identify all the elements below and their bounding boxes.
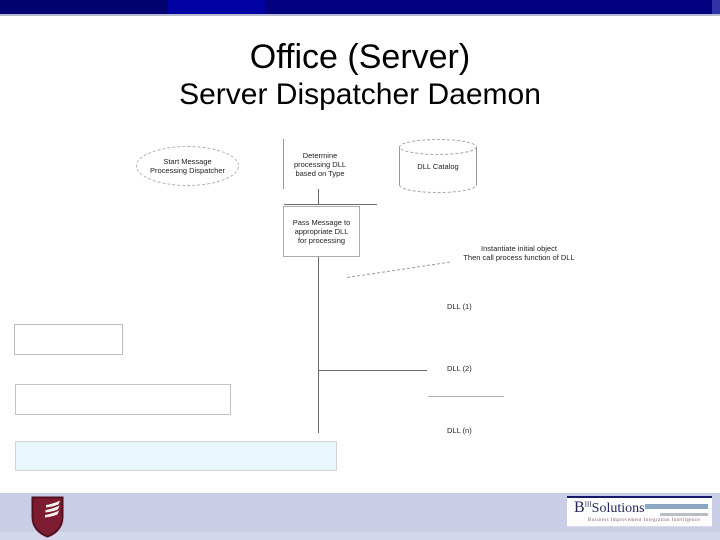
placeholder-box-small	[14, 324, 123, 355]
instantiate-note-line2: Then call process function of DLL	[463, 253, 575, 262]
connector-horizontal-top	[284, 204, 377, 205]
top-banner-accent-segment	[168, 0, 265, 14]
start-node-line2: Processing Dispatcher	[149, 166, 226, 175]
company-logo-wordmark: BIIISolutions	[574, 499, 645, 517]
dll-catalog-label: DLL Catalog	[417, 162, 459, 171]
top-banner-corner-segment	[712, 0, 720, 14]
dll-n-label: DLL (n)	[447, 426, 472, 435]
slide-subtitle: Server Dispatcher Daemon	[179, 78, 541, 111]
top-banner-underline	[0, 14, 720, 16]
footer-bar-light-strip	[0, 532, 720, 540]
flowchart-determine-box: Determine processing DLL based on Type	[283, 139, 356, 189]
dll-catalog-cylinder: DLL Catalog	[398, 138, 478, 194]
determine-box-line3: based on Type	[295, 168, 345, 178]
connector-dashed-note	[347, 261, 451, 278]
determine-box-line1: Determine	[302, 150, 338, 160]
slide-title: Office (Server)	[249, 38, 471, 76]
logo-initial: B	[574, 499, 585, 516]
connector-determine-to-pass	[318, 189, 319, 205]
flowchart-start-node: Start Message Processing Dispatcher	[136, 146, 239, 186]
dll-2-label: DLL (2)	[447, 364, 472, 373]
instantiate-note: Instantiate initial object Then call pro…	[433, 244, 605, 262]
placeholder-box-medium	[15, 384, 231, 415]
logo-name: Solutions	[591, 501, 645, 516]
connector-to-dll2	[318, 370, 427, 371]
shield-logo-icon	[31, 496, 64, 538]
logo-steel-bar	[645, 504, 708, 509]
start-node-line1: Start Message	[163, 157, 212, 166]
logo-superscript: III	[584, 500, 592, 509]
top-banner	[0, 0, 720, 14]
dll-1-label: DLL (1)	[447, 302, 472, 311]
pass-box-line1: Pass Message to	[292, 218, 351, 227]
dll-2-underline	[428, 396, 504, 397]
top-banner-dark-segment	[0, 0, 168, 14]
connector-main-vertical	[318, 257, 319, 433]
cylinder-shape-icon	[399, 139, 477, 193]
instantiate-note-line1: Instantiate initial object	[481, 244, 557, 253]
logo-gray-bar	[660, 513, 708, 516]
company-logo: BIIISolutions Business Improvement Integ…	[567, 496, 712, 527]
company-logo-tagline: Business Improvement Integration Intelli…	[588, 518, 701, 523]
pass-box-line2: appropriate DLL	[294, 227, 349, 236]
determine-box-line2: processing DLL	[293, 159, 347, 169]
highlight-box	[15, 441, 337, 471]
pass-box-line3: for processing	[297, 236, 346, 245]
flowchart-pass-box: Pass Message to appropriate DLL for proc…	[283, 206, 360, 257]
